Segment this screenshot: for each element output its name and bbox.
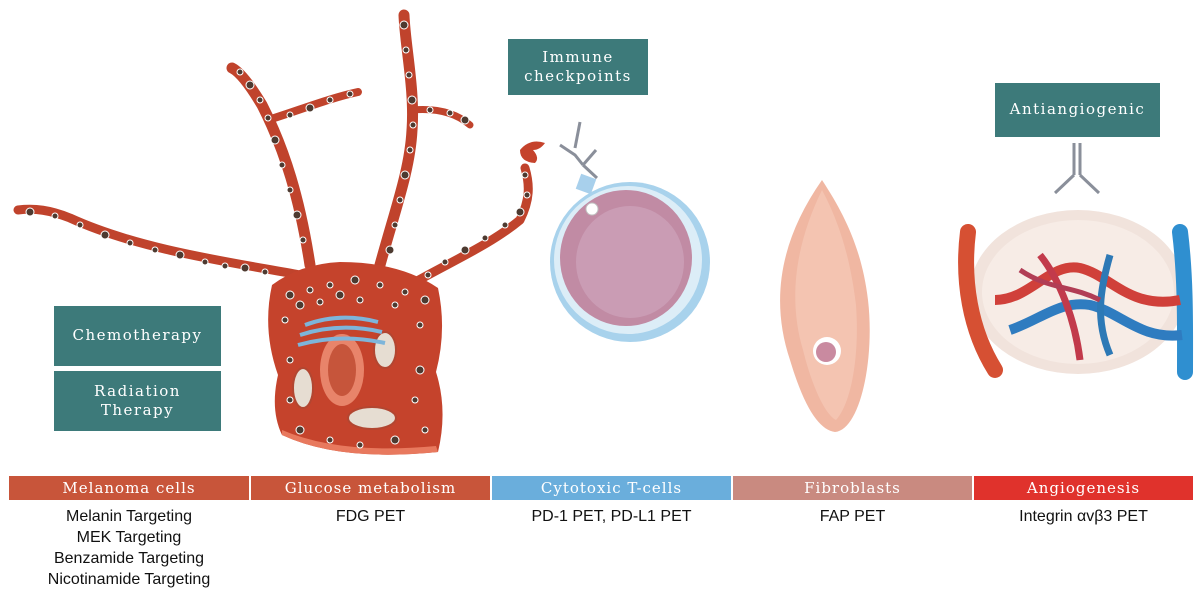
melanoma-target-item: Benzamide Targeting bbox=[9, 548, 249, 569]
melanin-granule bbox=[287, 187, 293, 193]
t-cell-icon bbox=[550, 174, 710, 342]
melanin-granule bbox=[412, 397, 418, 403]
melanin-granule bbox=[176, 251, 184, 259]
melanin-granule bbox=[386, 246, 394, 254]
melanin-granule bbox=[425, 272, 431, 278]
checkpoint-antibody-icon bbox=[560, 122, 597, 178]
melanin-granule bbox=[296, 301, 304, 309]
melanin-granule bbox=[351, 276, 359, 284]
melanin-granule bbox=[447, 110, 453, 116]
bar-melanoma-cells: Melanoma cells bbox=[9, 476, 249, 500]
antiangiogenic-label: Antiangiogenic bbox=[995, 83, 1160, 137]
melanoma-target-item: MEK Targeting bbox=[9, 527, 249, 548]
melanin-granule bbox=[410, 122, 416, 128]
melanin-granule bbox=[287, 112, 293, 118]
melanin-granule bbox=[347, 91, 353, 97]
chemotherapy-label: Chemotherapy bbox=[54, 306, 221, 366]
melanin-granule bbox=[417, 322, 423, 328]
melanin-granule bbox=[246, 81, 254, 89]
melanin-granule bbox=[401, 171, 409, 179]
melanin-granule bbox=[407, 147, 413, 153]
melanin-granule bbox=[296, 426, 304, 434]
melanin-granule bbox=[402, 289, 408, 295]
melanin-granule bbox=[257, 97, 263, 103]
bar-angiogenesis: Angiogenesis bbox=[974, 476, 1193, 500]
melanin-granule bbox=[317, 299, 323, 305]
melanin-granule bbox=[397, 197, 403, 203]
melanin-granule bbox=[336, 291, 344, 299]
melanin-granule bbox=[403, 47, 409, 53]
melanin-granule bbox=[392, 222, 398, 228]
melanin-granule bbox=[152, 247, 158, 253]
melanin-granule bbox=[327, 97, 333, 103]
melanin-granule bbox=[406, 72, 412, 78]
melanin-granule bbox=[286, 291, 294, 299]
melanin-granule bbox=[237, 69, 243, 75]
melanin-granule bbox=[271, 136, 279, 144]
melanin-granule bbox=[293, 211, 301, 219]
radiation-therapy-label: Radiation Therapy bbox=[54, 371, 221, 431]
bar-cytotoxic-t-cells: Cytotoxic T-cells bbox=[492, 476, 731, 500]
melanin-granule bbox=[377, 282, 383, 288]
melanin-granule bbox=[416, 366, 424, 374]
melanin-granule bbox=[307, 287, 313, 293]
pd-l1-receptor-icon bbox=[520, 142, 545, 163]
melanin-granule bbox=[524, 192, 530, 198]
melanin-granule bbox=[392, 302, 398, 308]
melanin-granule bbox=[502, 222, 508, 228]
melanin-granule bbox=[300, 237, 306, 243]
melanin-granule bbox=[127, 240, 133, 246]
melanin-granule bbox=[101, 231, 109, 239]
melanin-granule bbox=[461, 246, 469, 254]
melanin-granule bbox=[265, 115, 271, 121]
melanoma-target-item: Nicotinamide Targeting bbox=[9, 569, 249, 590]
melanin-granule bbox=[26, 208, 34, 216]
melanin-granule bbox=[461, 116, 469, 124]
angiogenesis-targets-list: Integrin αvβ3 PET bbox=[974, 506, 1193, 527]
bar-glucose-metabolism: Glucose metabolism bbox=[251, 476, 490, 500]
melanin-granule bbox=[442, 259, 448, 265]
angiogenesis-target-item: Integrin αvβ3 PET bbox=[974, 506, 1193, 527]
melanin-granule bbox=[357, 297, 363, 303]
melanin-granule bbox=[306, 104, 314, 112]
melanin-granule bbox=[222, 263, 228, 269]
fibroblast-target-item: FAP PET bbox=[733, 506, 972, 527]
melanin-granule bbox=[282, 317, 288, 323]
melanoma-target-item: Melanin Targeting bbox=[9, 506, 249, 527]
melanin-granule bbox=[327, 282, 333, 288]
tcell-target-item: PD-1 PET, PD-L1 PET bbox=[492, 506, 731, 527]
fibroblast-icon bbox=[780, 180, 870, 432]
melanin-granule bbox=[427, 107, 433, 113]
melanin-granule bbox=[421, 296, 429, 304]
melanin-granule bbox=[522, 172, 528, 178]
melanoma-targets-list: Melanin Targeting MEK Targeting Benzamid… bbox=[9, 506, 249, 590]
melanin-granule bbox=[357, 442, 363, 448]
melanin-granule bbox=[52, 213, 58, 219]
melanin-granule bbox=[279, 162, 285, 168]
bar-fibroblasts: Fibroblasts bbox=[733, 476, 972, 500]
melanin-granule bbox=[287, 397, 293, 403]
melanin-granule bbox=[327, 437, 333, 443]
melanin-granule bbox=[202, 259, 208, 265]
melanin-granule bbox=[422, 427, 428, 433]
antibody-icon bbox=[1055, 143, 1099, 193]
melanin-granule bbox=[516, 208, 524, 216]
immune-checkpoints-label: Immune checkpoints bbox=[508, 39, 648, 95]
fibroblast-targets-list: FAP PET bbox=[733, 506, 972, 527]
melanin-granule bbox=[287, 357, 293, 363]
tcell-targets-list: PD-1 PET, PD-L1 PET bbox=[492, 506, 731, 527]
melanin-granule bbox=[77, 222, 83, 228]
glucose-targets-list: FDG PET bbox=[251, 506, 490, 527]
melanin-granule bbox=[400, 21, 408, 29]
blood-vessel-network-icon bbox=[966, 210, 1186, 374]
glucose-target-item: FDG PET bbox=[251, 506, 490, 527]
melanin-granule bbox=[408, 96, 416, 104]
melanin-granule bbox=[482, 235, 488, 241]
melanin-granule bbox=[262, 269, 268, 275]
melanin-granule bbox=[391, 436, 399, 444]
melanin-granule bbox=[241, 264, 249, 272]
